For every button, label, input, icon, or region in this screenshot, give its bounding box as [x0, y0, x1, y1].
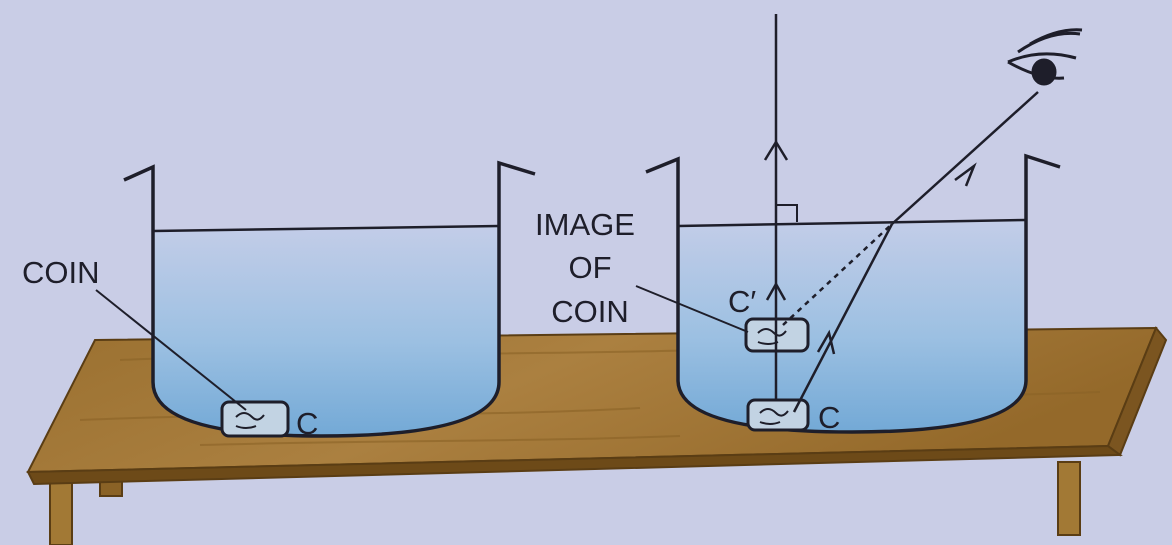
water-surface-right — [677, 218, 1027, 228]
coin-label: COIN — [22, 255, 100, 290]
table-front-edge — [26, 444, 1123, 486]
image-label-leader — [635, 285, 749, 333]
coin-label-leader — [95, 289, 247, 411]
c-label-right: C — [818, 400, 840, 435]
water-surface-left — [152, 224, 500, 233]
c-prime-label: C′ — [728, 284, 756, 319]
image-label-line1: IMAGE — [535, 207, 635, 242]
normal-ray — [763, 14, 798, 400]
image-label-line3: COIN — [551, 294, 629, 329]
right-angle-mark — [776, 204, 798, 222]
water-right — [678, 220, 1026, 432]
arrowhead-up — [763, 139, 789, 161]
oblique-ray — [782, 91, 1039, 413]
coin-icon — [746, 398, 810, 432]
arrowhead-up — [765, 281, 787, 301]
eye-icon — [1007, 28, 1083, 86]
arrowhead-oblique — [816, 329, 836, 355]
beaker-left — [123, 160, 536, 438]
water-left — [153, 226, 499, 436]
c-label-left: C — [296, 406, 318, 441]
beaker-right — [645, 153, 1061, 434]
image-label-line2: OF — [568, 250, 611, 285]
table-leg-right — [1057, 461, 1081, 536]
arrowhead-oblique — [954, 162, 977, 187]
coin-icon — [220, 400, 290, 438]
virtual-ray-dotted — [782, 223, 893, 326]
beaker-right-outline — [645, 153, 1061, 434]
beaker-left-outline — [123, 160, 536, 438]
